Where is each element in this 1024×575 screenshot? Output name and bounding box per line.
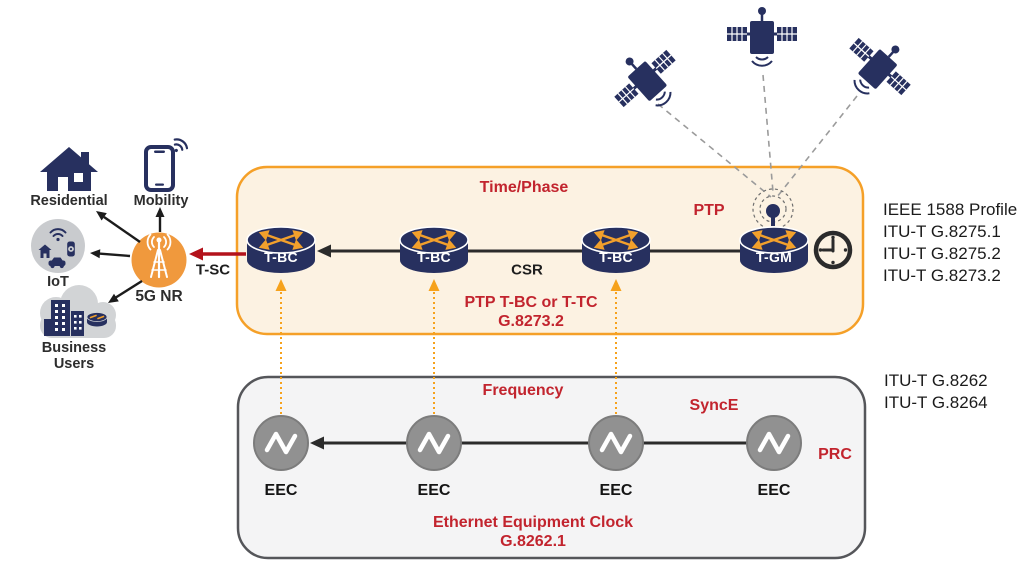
gnss-signal-lines — [657, 74, 858, 198]
residential-label: Residential — [30, 193, 108, 209]
clock-icon — [813, 230, 853, 270]
satellite-icon-left — [599, 33, 694, 128]
cell-tower-icon — [131, 232, 187, 288]
ptp-label: PTP — [693, 202, 725, 219]
synce-label: SyncE — [689, 397, 739, 414]
synce-to-ptp-arrows — [275, 279, 622, 414]
synce-chain-arrow — [310, 436, 760, 450]
eec-note-line1: Ethernet Equipment Clock — [432, 514, 634, 531]
iot-devices-icon — [31, 219, 85, 273]
eec-label-1: EEC — [264, 482, 298, 499]
ptp-note-line1: PTP T-BC or T-TC — [464, 294, 598, 311]
router-label-tbc1: T-BC — [264, 249, 298, 265]
standards-ptp-line3: ITU-T G.8275.2 — [883, 244, 1001, 263]
standards-ptp-line4: ITU-T G.8273.2 — [883, 266, 1001, 285]
eec-label-4: EEC — [757, 482, 791, 499]
eec-label-2: EEC — [417, 482, 451, 499]
service-arrows — [90, 207, 165, 303]
eec-clock-icon-3 — [589, 416, 643, 470]
ptp-note-line2: G.8273.2 — [498, 313, 564, 330]
time-phase-title: Time/Phase — [479, 179, 569, 196]
tsc-label: T-SC — [195, 261, 231, 279]
eec-clock-icon-4 — [747, 416, 801, 470]
eec-note-line2: G.8262.1 — [500, 533, 566, 550]
satellite-icon-right — [831, 21, 926, 116]
gnss-antenna-icon — [752, 188, 794, 230]
standards-synce-line1: ITU-T G.8262 — [884, 371, 988, 390]
eec-clock-icon-2 — [407, 416, 461, 470]
eec-clock-icon-1 — [254, 416, 308, 470]
router-label-tgm: T-GM — [755, 249, 793, 265]
frequency-title: Frequency — [482, 382, 564, 399]
csr-label: CSR — [511, 261, 543, 279]
antenna-label: 5G NR — [135, 288, 183, 305]
router-label-tbc3: T-BC — [599, 249, 633, 265]
satellite-icon-middle — [725, 5, 799, 68]
eec-label-3: EEC — [599, 482, 633, 499]
standards-synce-line2: ITU-T G.8264 — [884, 393, 988, 412]
business-cloud-icon — [40, 285, 116, 338]
smartphone-icon — [144, 138, 189, 192]
prc-label: PRC — [818, 446, 852, 463]
standards-list-synce: ITU-T G.8262 ITU-T G.8264 — [884, 370, 988, 414]
tsc-arrow — [189, 247, 246, 261]
eec-note: Ethernet Equipment Clock G.8262.1 — [433, 513, 633, 551]
business-users-label: Business Users — [42, 340, 106, 372]
business-label-line2: Users — [53, 356, 95, 372]
business-label-line1: Business — [41, 340, 107, 356]
ptp-note: PTP T-BC or T-TC G.8273.2 — [464, 293, 597, 331]
iot-label: IoT — [47, 274, 69, 290]
standards-ptp-line1: IEEE 1588 Profile — [883, 200, 1018, 219]
standards-ptp-line2: ITU-T G.8275.1 — [883, 222, 1001, 241]
frequency-box — [236, 375, 867, 560]
mobility-label: Mobility — [133, 193, 189, 209]
house-icon — [40, 147, 98, 191]
standards-list-ptp: IEEE 1588 Profile ITU-T G.8275.1 ITU-T G… — [883, 199, 1017, 287]
router-label-tbc2: T-BC — [417, 249, 451, 265]
